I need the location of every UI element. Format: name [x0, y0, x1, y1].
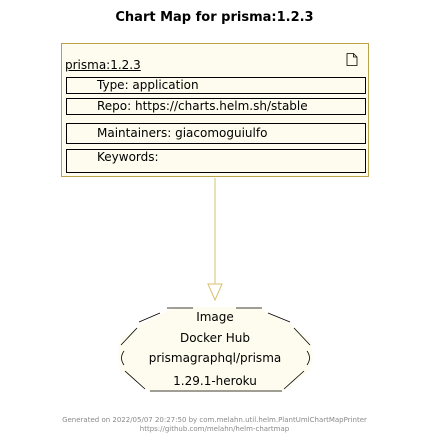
footer-link[interactable]: https://github.com/melahn/helm-chartmap	[139, 425, 290, 433]
image-header: Image	[196, 310, 234, 324]
diagram-title: Chart Map for prisma:1.2.3	[115, 10, 314, 25]
footer-generated: Generated on 2022/05/07 20:27:50 by com.…	[62, 416, 367, 424]
chart-name: prisma:1.2.3	[65, 58, 141, 72]
chart-repo-row: Repo: https://charts.helm.sh/stable	[66, 98, 366, 115]
chart-node: prisma:1.2.3 Type: application Repo: htt…	[61, 43, 369, 177]
image-node-shape	[118, 307, 313, 392]
footer: Generated on 2022/05/07 20:27:50 by com.…	[0, 416, 429, 434]
image-tag: 1.29.1-heroku	[173, 374, 257, 388]
image-name: prismagraphql/prisma	[148, 351, 282, 365]
chart-keywords-row: Keywords:	[66, 149, 366, 173]
image-registry: Docker Hub	[179, 331, 251, 345]
chart-type-row: Type: application	[66, 77, 366, 94]
chart-maintainers-row: Maintainers: giacomoguiulfo	[66, 123, 366, 144]
document-icon	[346, 51, 358, 70]
dependency-arrowhead	[207, 283, 223, 302]
